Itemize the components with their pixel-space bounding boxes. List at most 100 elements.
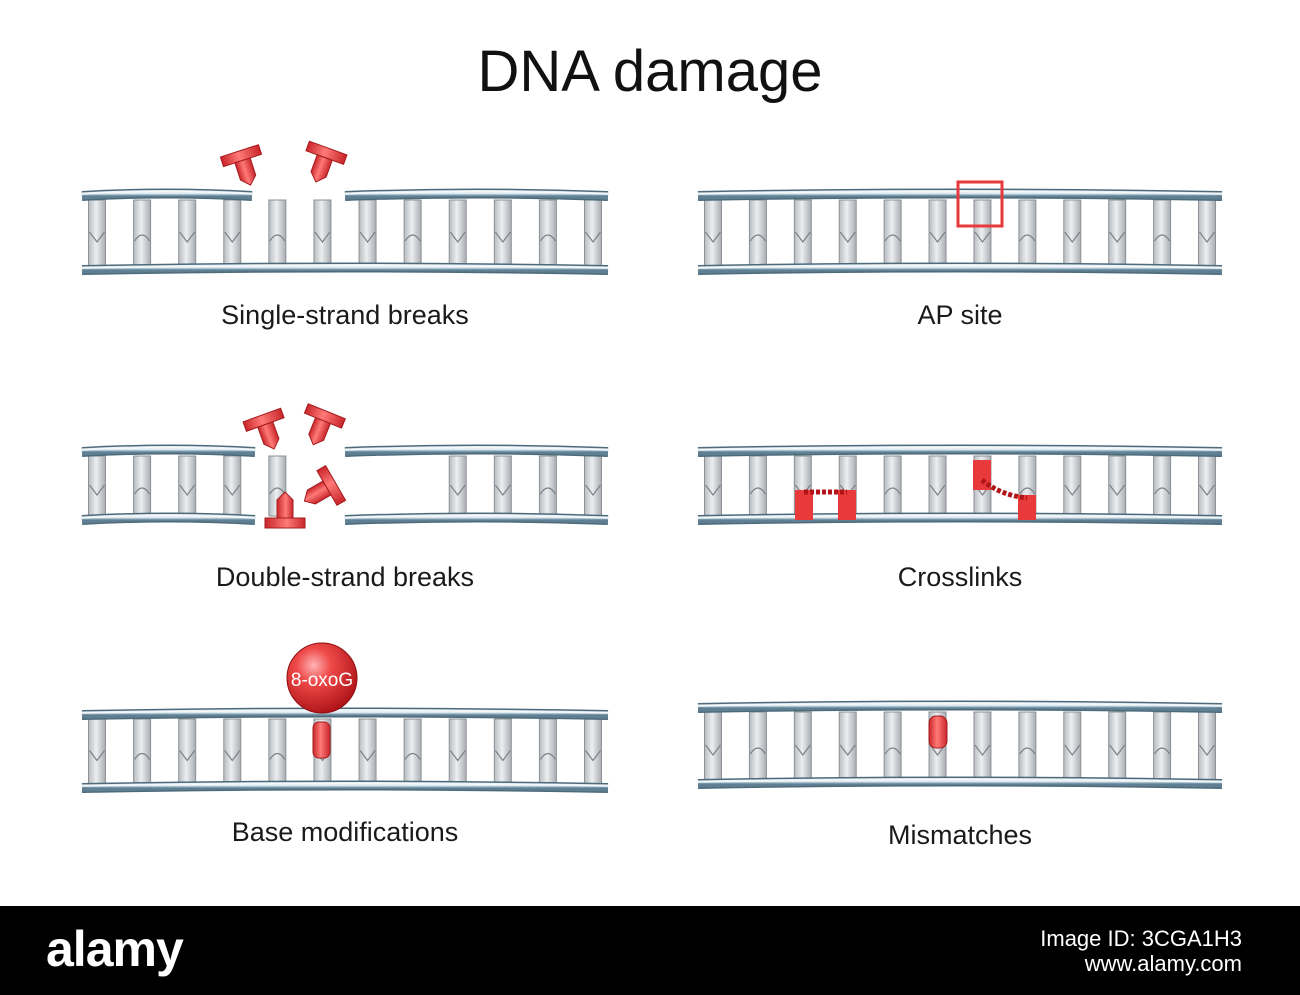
crosslink-base-4 [1018, 495, 1036, 520]
brand-logo: alamy [46, 921, 184, 977]
mm-base-4-joint [884, 747, 901, 755]
ssb-base-1-joint [134, 234, 151, 242]
xl-base-0-joint [705, 484, 721, 496]
label-mismatches: Mismatches [887, 820, 1033, 850]
bm-base-4 [268, 718, 287, 785]
ssb-base-0 [88, 199, 106, 267]
xl-base-10 [1153, 455, 1172, 517]
ap-base-8 [1063, 199, 1082, 267]
ap-base-10-joint [1154, 234, 1171, 242]
ap-base-5-joint [929, 231, 946, 243]
mm-base-6 [973, 711, 992, 781]
dsb-base-11-joint [585, 484, 601, 496]
ap-site-marker [956, 180, 1004, 228]
bm-base-4-joint [269, 752, 286, 760]
ap-top-strand-highlight [697, 190, 1223, 195]
dsb-top-strand-right-fill [344, 446, 609, 456]
xl-bottom-strand-fill [697, 514, 1223, 524]
bm-base-10-joint [539, 752, 556, 760]
xl-base-5 [928, 455, 947, 517]
ap-base-9 [1108, 199, 1127, 267]
dsb-bottom-strand-right-fill [344, 514, 609, 524]
ssb-base-1 [133, 199, 152, 267]
ap-base-1 [748, 199, 767, 267]
ap-base-9-joint [1109, 231, 1126, 243]
dsb-base-1 [133, 455, 152, 517]
ssb-base-9 [493, 199, 512, 267]
ssb-base-10-joint [539, 234, 556, 242]
dsb-base-9-joint [494, 484, 511, 496]
dsb-base-8 [448, 455, 467, 517]
mm-base-10-joint [1154, 747, 1171, 755]
ap-bottom-strand-highlight [697, 264, 1223, 269]
mm-base-11-joint [1199, 744, 1215, 756]
mm-base-7-joint [1019, 747, 1036, 755]
mm-top-strand-fill [697, 702, 1223, 712]
ap-top-strand-fill [697, 190, 1223, 200]
ssb-top-strand-left-fill [81, 190, 253, 200]
ssb-base-4 [268, 199, 287, 267]
xl-base-4 [883, 455, 902, 517]
ssb-base-6-joint [359, 231, 376, 243]
mm-base-9 [1108, 711, 1127, 781]
ap-base-7-joint [1019, 234, 1036, 242]
dsb-fragment-4-base [276, 491, 294, 519]
ssb-base-2-joint [179, 231, 196, 243]
dsb-fragment-1-base [257, 421, 280, 450]
bm-base-9-joint [494, 750, 511, 762]
label-double-strand-breaks: Double-strand breaks [215, 562, 475, 592]
ssb-fragment-1 [219, 144, 263, 186]
image-id: Image ID: 3CGA1H3 [1040, 926, 1242, 951]
dsb-bottom-strand-right-highlight [344, 514, 609, 519]
ssb-fragment-2 [305, 140, 348, 183]
ap-base-0 [704, 199, 722, 267]
dsb-base-1-joint [134, 487, 151, 495]
dsb-base-9 [493, 455, 512, 517]
ssb-base-11-joint [585, 231, 601, 243]
mm-base-3 [838, 711, 857, 781]
ap-base-2 [793, 199, 812, 267]
dsb-fragment-4-sugar [264, 517, 306, 529]
dsb-base-0-joint [89, 484, 105, 496]
bm-top-strand-fill [81, 709, 609, 719]
dsb-base-8-joint [449, 484, 466, 496]
ssb-base-3-joint [224, 231, 241, 243]
bm-base-8 [448, 718, 467, 785]
bm-base-10 [538, 718, 557, 785]
bm-bottom-strand-fill [81, 782, 609, 792]
crosslink-base-1 [795, 490, 813, 520]
ssb-base-4-joint [269, 234, 286, 242]
label-crosslinks: Crosslinks [897, 562, 1023, 592]
ap-base-5 [928, 199, 947, 267]
dsb-fragment-1 [242, 407, 285, 450]
ap-base-11 [1198, 199, 1216, 267]
ap-base-2-joint [794, 231, 811, 243]
dsb-base-3-joint [224, 484, 241, 496]
ssb-top-strand-right-fill [344, 190, 609, 200]
mm-base-10 [1153, 711, 1172, 781]
dsb-fragment-4 [264, 491, 306, 529]
ssb-base-9-joint [494, 231, 511, 243]
bm-base-6-joint [359, 750, 376, 762]
bm-base-0 [88, 718, 106, 785]
label-ap-site: AP site [917, 300, 1003, 330]
dsb-fragment-2 [303, 403, 346, 446]
mm-base-1 [748, 711, 767, 781]
dsb-top-strand-right-highlight [344, 446, 609, 451]
ssb-base-3 [223, 199, 242, 267]
mm-base-8 [1063, 711, 1082, 781]
bm-bottom-strand-highlight [81, 782, 609, 787]
ssb-base-0-joint [89, 231, 105, 243]
ssb-fragment-2-base [310, 154, 333, 183]
xl-base-10-joint [1154, 487, 1171, 495]
xl-top-strand-fill [697, 446, 1223, 456]
xl-base-8-joint [1064, 484, 1081, 496]
ssb-bottom-strand-highlight [81, 264, 609, 269]
crosslink-bond-2 [980, 478, 1028, 501]
dsb-base-4-joint [269, 487, 286, 495]
xl-base-0 [704, 455, 722, 517]
page-title: DNA damage [477, 39, 823, 104]
xl-base-7-joint [1019, 487, 1036, 495]
ap-base-3 [838, 199, 857, 267]
